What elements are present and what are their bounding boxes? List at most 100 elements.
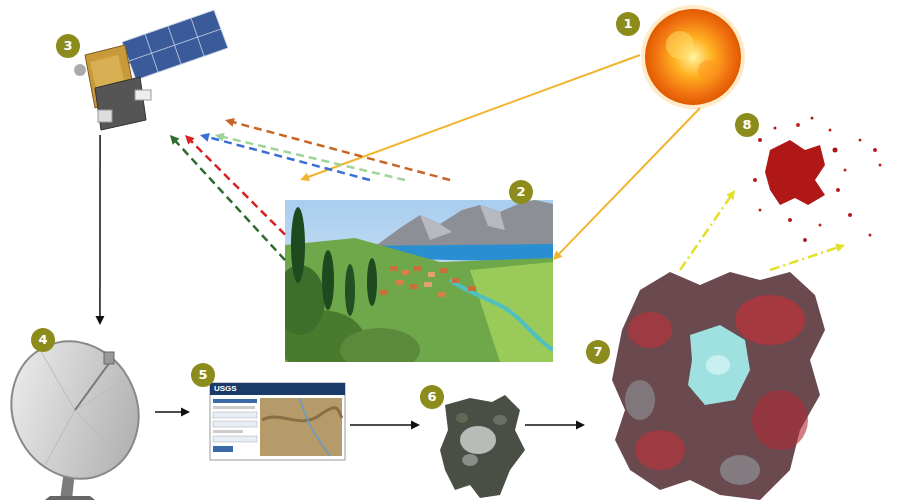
usgs-screenshot-part <box>213 421 257 427</box>
dish-picture <box>0 320 161 500</box>
callout-circle: 1 <box>616 12 640 36</box>
connector-arrow <box>200 133 370 180</box>
connector-line <box>770 248 837 270</box>
scatter-image-8-part <box>753 178 757 182</box>
connector-arrow <box>215 133 405 180</box>
arrow-head <box>200 133 210 142</box>
illustration-panel: 1 <box>640 8 748 108</box>
map-image-6-part <box>462 454 478 466</box>
landscape-picture-part <box>438 292 445 297</box>
arrow-head <box>225 118 235 127</box>
callout-circle: 3 <box>56 34 80 58</box>
landscape-picture-part <box>440 268 448 273</box>
map-image-7-part <box>735 295 805 345</box>
arrow-head <box>726 190 735 200</box>
connector-arrow <box>300 55 640 181</box>
map-image-7-part <box>625 380 655 420</box>
callout-circle: 2 <box>509 180 533 204</box>
illustration-panel: 3 <box>55 10 225 135</box>
connector-line <box>525 424 577 426</box>
usgs-screenshot-part <box>213 430 243 433</box>
map-image-7-part <box>635 430 685 470</box>
satellite-picture-part <box>74 64 86 76</box>
dish-picture-part <box>75 410 118 455</box>
connector-line <box>559 108 700 254</box>
connector-line <box>223 137 405 180</box>
arrow-head <box>411 421 420 430</box>
landscape-picture-part <box>291 207 305 283</box>
sun-picture-part <box>666 31 694 59</box>
landscape-picture-part <box>396 280 404 285</box>
usgs-screenshot <box>210 383 345 460</box>
landscape-picture-part <box>452 278 459 283</box>
illustration-panel: 5 <box>190 362 350 462</box>
usgs-screenshot-part <box>262 408 342 421</box>
map-image-7-part <box>720 455 760 485</box>
arrow-head <box>835 244 845 253</box>
connector-arrow <box>525 420 585 429</box>
dish-picture-part <box>45 496 95 500</box>
map-image-6-part <box>440 395 525 498</box>
landscape-picture-part <box>380 290 388 295</box>
sun-picture-part <box>641 5 745 109</box>
dish-picture-part <box>45 410 75 465</box>
callout-circle: 8 <box>735 113 759 137</box>
callout-number: 7 <box>593 344 602 359</box>
map-image-6-part <box>493 415 507 425</box>
scatter-image-8-part <box>811 117 814 120</box>
satellite-picture-part <box>129 29 221 61</box>
callout-number: 6 <box>427 389 436 404</box>
scatter-image-8-part <box>859 139 862 142</box>
connector-line <box>308 55 640 177</box>
arrow-head <box>95 316 104 325</box>
satellite-picture-part <box>122 10 228 80</box>
callout-number: 1 <box>623 16 632 31</box>
connector-arrow <box>185 135 285 235</box>
usgs-screenshot-part <box>210 383 345 460</box>
sun-picture-part <box>698 60 718 80</box>
scatter-image-8-part <box>788 218 792 222</box>
landscape-picture-part <box>414 266 422 271</box>
map-image-6-part <box>456 413 468 423</box>
dish-picture-part <box>104 352 114 364</box>
landscape-picture-part <box>367 258 377 306</box>
landscape-picture-part <box>390 266 398 271</box>
connector-arrow <box>553 108 700 260</box>
landscape-picture-part <box>468 286 476 291</box>
logo-text: USGS <box>214 384 237 394</box>
scatter-image-8-part <box>796 123 800 127</box>
arrow-head <box>553 250 562 260</box>
landscape-picture-part <box>285 265 325 335</box>
landscape-picture-part <box>410 284 417 289</box>
scatter-image-8-part <box>844 169 847 172</box>
satellite-picture-part <box>95 77 146 130</box>
landscape-picture-part <box>402 270 409 275</box>
scatter-image-8-part <box>765 140 825 205</box>
dish-picture-part <box>75 362 110 410</box>
map-image-7-part <box>752 390 808 450</box>
connector-line <box>191 141 285 235</box>
illustration-panel: 8 <box>735 110 890 245</box>
landscape-picture-part <box>424 282 432 287</box>
callout-number: 8 <box>742 117 751 132</box>
scatter-image-8-part <box>758 138 762 142</box>
usgs-screenshot-part <box>213 446 233 452</box>
arrow-head <box>576 420 585 429</box>
usgs-screenshot-part <box>213 436 257 442</box>
map-image-7-part <box>688 325 750 405</box>
satellite-picture-part <box>135 90 151 100</box>
scatter-image-8-part <box>803 238 807 242</box>
landscape-picture-part <box>428 272 435 277</box>
illustration-panel: 2 <box>285 180 553 362</box>
callout-number: 4 <box>38 332 47 347</box>
map-image-6 <box>440 395 525 498</box>
map-image-7-part <box>612 272 825 500</box>
map-image-7-part <box>628 312 672 348</box>
illustration-panel: 6 <box>420 385 525 500</box>
scatter-image-8-part <box>869 234 872 237</box>
arrow-head <box>185 135 195 145</box>
callout-number: 3 <box>63 38 72 53</box>
usgs-screenshot-part <box>260 398 342 456</box>
